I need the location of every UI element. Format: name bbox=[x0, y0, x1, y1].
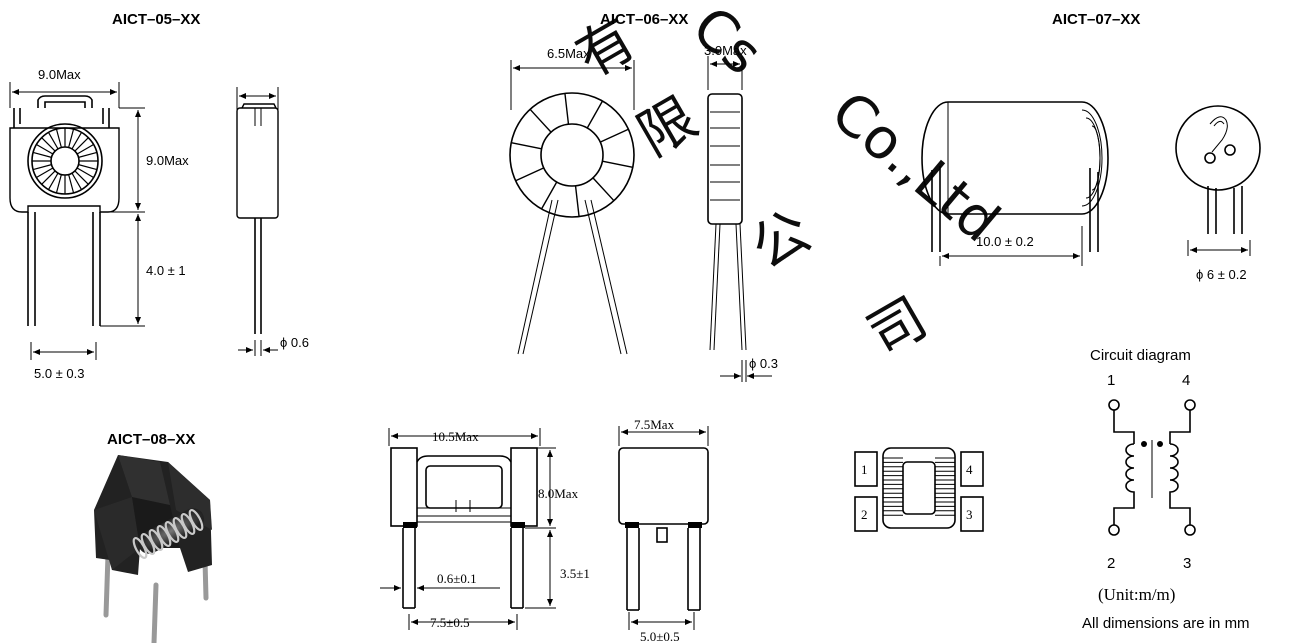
pin-4-label: 4 bbox=[966, 462, 973, 477]
winding-turn bbox=[41, 170, 56, 185]
aict05-lead-length-label: 4.0 ± 1 bbox=[146, 263, 186, 278]
circuit-pin-4: 4 bbox=[1182, 372, 1190, 389]
aict06-front-view bbox=[509, 60, 635, 355]
aict06-lead-dia-label: ϕ 0.3 bbox=[749, 356, 778, 371]
aict08-lead-dia-label: 0.6±0.1 bbox=[437, 571, 477, 586]
winding-turn bbox=[564, 93, 570, 125]
aict06-thickness-label: 3.0Max bbox=[704, 43, 747, 58]
toroid-winding-05 bbox=[32, 128, 98, 194]
toroid-winding-06 bbox=[511, 93, 633, 217]
circuit-diagram-title: Circuit diagram bbox=[1090, 347, 1191, 364]
winding-turn bbox=[71, 132, 83, 150]
watermark-char-3: 公 bbox=[741, 198, 822, 282]
aict08-front-view bbox=[380, 428, 556, 630]
watermark-latin-2: Co.,Ltd bbox=[819, 79, 1011, 255]
winding-turn bbox=[78, 164, 98, 171]
winding-turn bbox=[76, 143, 94, 155]
aict08-pitch-label: 7.5±0.5 bbox=[430, 615, 470, 630]
winding-turn bbox=[55, 128, 62, 148]
unit-note: (Unit:m/m) bbox=[1098, 585, 1175, 604]
aict07-side-view bbox=[921, 101, 1109, 266]
winding-turn bbox=[55, 174, 62, 194]
aict08-pitch-side-label: 5.0±0.5 bbox=[640, 629, 680, 643]
title-aict-07: AICT–07–XX bbox=[1052, 11, 1140, 28]
pin-3-label: 3 bbox=[966, 507, 973, 522]
aict08-width-label: 10.5Max bbox=[432, 429, 479, 444]
circuit-pin-3: 3 bbox=[1183, 555, 1191, 572]
title-aict-08: AICT–08–XX bbox=[107, 431, 195, 448]
winding-turn bbox=[36, 143, 54, 155]
winding-turn bbox=[47, 172, 59, 190]
winding-turn bbox=[47, 132, 59, 150]
aict08-lead-length-label: 3.5±1 bbox=[560, 566, 590, 581]
aict05-pitch-label: 5.0 ± 0.3 bbox=[34, 366, 85, 381]
winding-turn bbox=[76, 167, 94, 179]
circuit-schematic bbox=[1108, 399, 1196, 536]
pin-1-label: 1 bbox=[861, 462, 868, 477]
aict08-side-view bbox=[618, 426, 709, 630]
winding-turn bbox=[602, 160, 633, 169]
watermark-char-4: 司 bbox=[857, 285, 938, 369]
winding-turn bbox=[74, 137, 89, 152]
winding-turn bbox=[32, 151, 52, 158]
winding-turn bbox=[74, 170, 89, 185]
winding-turn bbox=[511, 141, 542, 150]
aict08-product-photo bbox=[94, 455, 212, 643]
winding-turn bbox=[574, 185, 580, 217]
title-aict-06: AICT–06–XX bbox=[600, 11, 688, 28]
aict05-side-view bbox=[236, 87, 279, 356]
aict07-dia-label: ϕ 6 ± 0.2 bbox=[1196, 267, 1247, 282]
winding-turn bbox=[599, 128, 629, 143]
winding-turn bbox=[515, 167, 545, 182]
aict07-end-view bbox=[1175, 105, 1261, 256]
winding-turn bbox=[68, 174, 75, 194]
aict08-height-label: 8.0Max bbox=[538, 486, 579, 501]
aict06-width-label: 6.5Max bbox=[547, 46, 590, 61]
pin-view-windings bbox=[883, 457, 955, 516]
winding-turn bbox=[78, 151, 98, 158]
winding-turn bbox=[32, 164, 52, 171]
winding-turn bbox=[41, 137, 56, 152]
title-aict-05: AICT–05–XX bbox=[112, 11, 200, 28]
aict06-side-view bbox=[707, 56, 772, 382]
pin-2-label: 2 bbox=[861, 507, 868, 522]
coil-turn bbox=[188, 509, 204, 531]
aict08-depth-label: 7.5Max bbox=[634, 417, 675, 432]
circuit-pin-1: 1 bbox=[1107, 372, 1115, 389]
aict05-width-label: 9.0Max bbox=[38, 67, 81, 82]
winding-turn bbox=[529, 108, 552, 133]
winding-turn bbox=[36, 167, 54, 179]
winding-turn bbox=[586, 100, 604, 129]
winding-turn bbox=[71, 172, 83, 190]
aict05-front-view bbox=[9, 82, 145, 360]
aict07-length-label: 10.0 ± 0.2 bbox=[976, 234, 1034, 249]
dimensions-note: All dimensions are in mm bbox=[1082, 615, 1250, 632]
aict05-lead-dia-label: ϕ 0.6 bbox=[280, 335, 309, 350]
circuit-pin-2: 2 bbox=[1107, 555, 1115, 572]
winding-turn bbox=[68, 128, 75, 148]
pin-view bbox=[854, 447, 984, 532]
aict05-height-label: 9.0Max bbox=[146, 153, 189, 168]
winding-turn bbox=[540, 181, 558, 210]
winding-coil bbox=[132, 509, 204, 559]
watermark-latin-1: Cs bbox=[680, 0, 774, 88]
company-watermark: 有 限 公 司 Cs Co.,Ltd bbox=[565, 0, 1011, 369]
watermark-char-2: 限 bbox=[627, 85, 708, 169]
winding-turn bbox=[592, 177, 615, 202]
